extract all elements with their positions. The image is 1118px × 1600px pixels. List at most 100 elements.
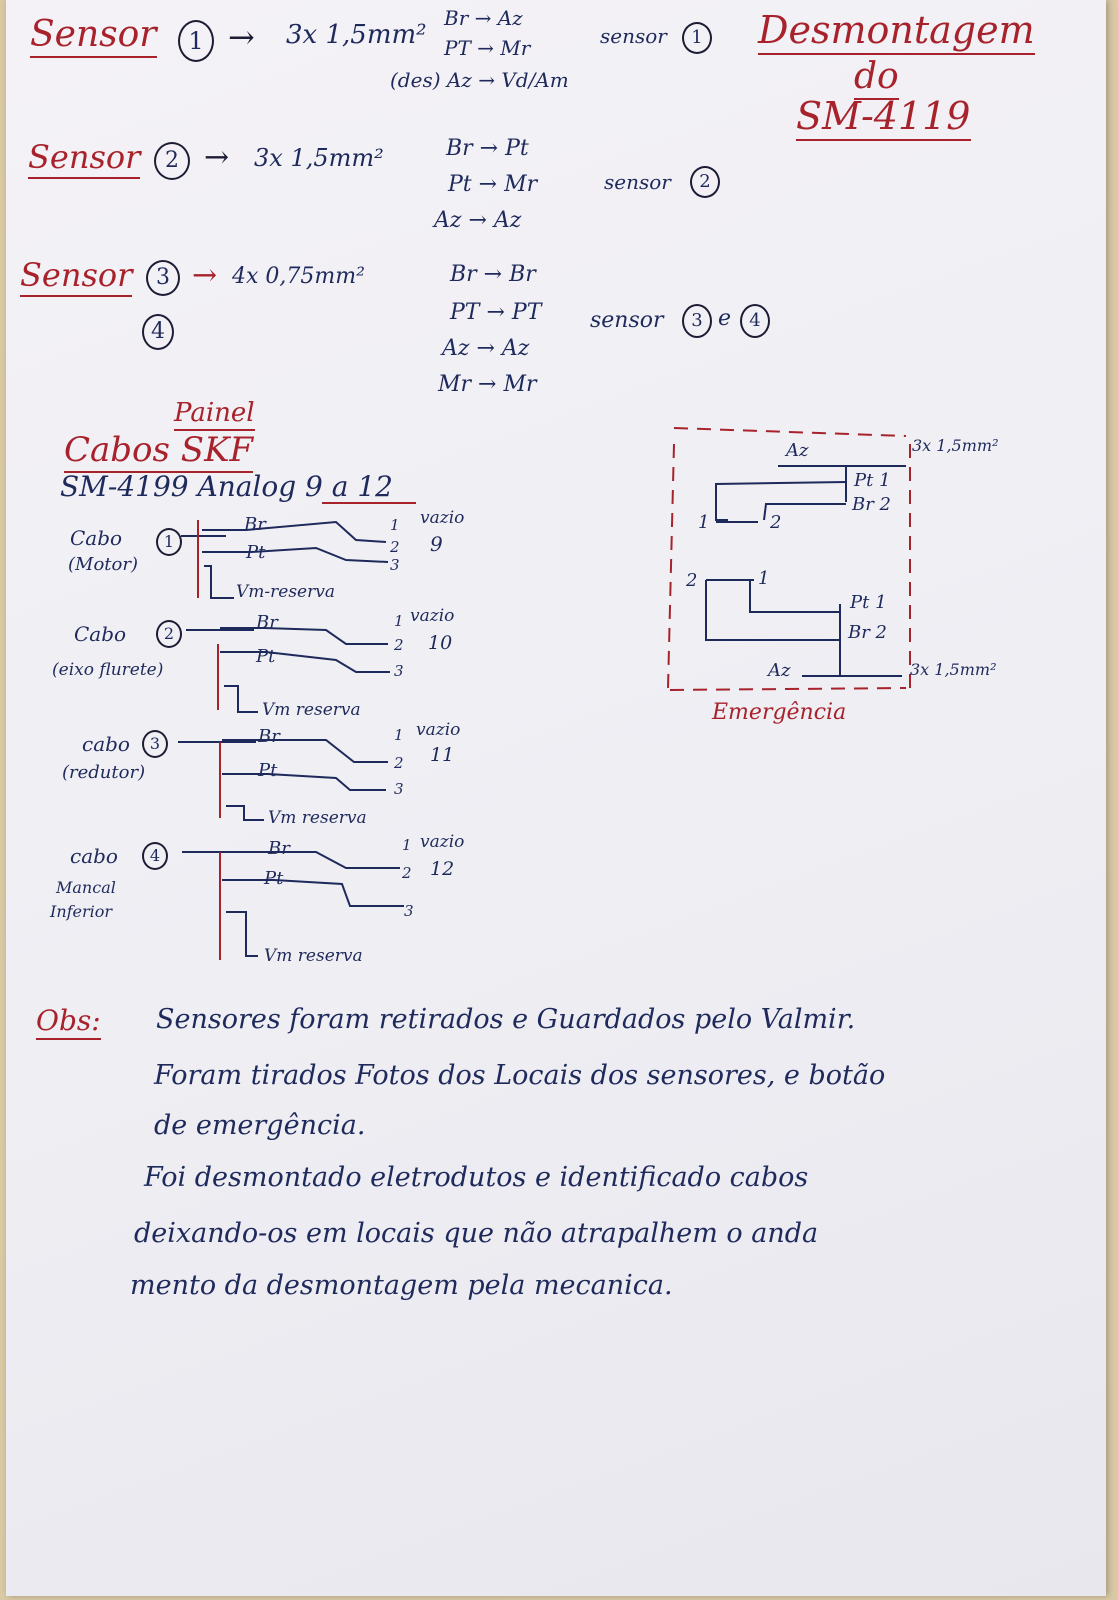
panel-analog-range: SM-4199 Analog 9 a 12 <box>60 470 393 503</box>
cable-2-terminal-3: 3 <box>394 662 404 680</box>
emergency-bottom-cable: 3x 1,5mm² <box>910 660 997 679</box>
cable-4-channel: 12 <box>430 858 455 880</box>
sensor-3-group-number: 3 <box>682 304 712 338</box>
sensor-1-map-1: Br → Az <box>444 6 523 30</box>
cable-4-terminal-1: 1 <box>402 836 412 854</box>
cable-1-desc: (Motor) <box>68 554 138 575</box>
cable-3-terminal-1: 1 <box>394 726 404 744</box>
cable-1-wire-reserve: Vm-reserva <box>236 582 335 602</box>
sensor-1-cable: 3x 1,5mm² <box>286 20 427 50</box>
sensor-1-group-label: sensor <box>600 24 667 48</box>
cable-1-terminal-3: 3 <box>390 556 400 574</box>
note-2-line-1: Foram tirados Fotos dos Locais dos senso… <box>154 1060 886 1091</box>
cable-4-desc-2: Inferior <box>50 902 113 921</box>
cable-4-desc-1: Mancal <box>56 878 116 897</box>
cable-2-label: Cabo <box>74 622 127 646</box>
cable-4-wire-reserve: Vm reserva <box>264 946 363 966</box>
cable-1-wire-pt: Pt <box>246 542 266 563</box>
emergency-top-term-1: Pt 1 <box>854 470 891 491</box>
emergency-bottom-term-1: Pt 1 <box>850 592 887 613</box>
sensor-3-cable: 4x 0,75mm² <box>232 264 365 289</box>
cable-2-wire-reserve: Vm reserva <box>262 700 361 720</box>
note-2-line-2: de emergência. <box>154 1110 366 1141</box>
cable-2-vazio: vazio <box>410 606 455 626</box>
sensor-1-map-2: PT → Mr <box>444 36 531 60</box>
cable-4-number: 4 <box>142 842 168 870</box>
cable-3-number: 3 <box>142 730 168 758</box>
cable-3-channel: 11 <box>430 744 455 766</box>
sensor-1-arrow: → <box>228 18 255 56</box>
cable-2-desc: (eixo flurete) <box>52 660 164 680</box>
note-3-line-1: Foi desmontado eletrodutos e identificad… <box>144 1162 809 1193</box>
sensor-2-cable: 3x 1,5mm² <box>254 144 384 172</box>
cable-3-terminal-3: 3 <box>394 780 404 798</box>
notebook-page: Sensor 1 → 3x 1,5mm² Br → Az PT → Mr (de… <box>6 0 1106 1596</box>
cable-2-wire-br: Br <box>256 612 278 633</box>
cable-4-terminal-2: 2 <box>402 864 412 882</box>
cable-4-wire-pt: Pt <box>264 868 284 889</box>
sensor-3-map-2: PT → PT <box>450 300 542 325</box>
cable-2-number: 2 <box>156 620 182 648</box>
emergency-switch-b-1: 2 <box>686 570 698 591</box>
sensor-2-group-label: sensor <box>604 170 671 194</box>
sensor-2-map-1: Br → Pt <box>446 136 529 161</box>
sensor-3-number: 3 <box>146 260 180 296</box>
cable-2-terminal-1: 1 <box>394 612 404 630</box>
emergency-top-term-2: Br 2 <box>852 494 892 515</box>
notes-prefix: Obs: <box>36 1004 101 1040</box>
page-title: Desmontagem <box>758 8 1035 55</box>
sensor-2-label: Sensor <box>28 138 141 179</box>
sensor-3-map-3: Az → Az <box>442 336 530 361</box>
cable-3-wire-reserve: Vm reserva <box>268 808 367 828</box>
sensor-1-label: Sensor <box>30 14 157 58</box>
cable-1-number: 1 <box>156 528 182 556</box>
emergency-caption: Emergência <box>712 700 847 725</box>
sensor-1-number: 1 <box>178 20 214 62</box>
cable-3-wire-br: Br <box>258 726 280 747</box>
sensor-4-group-number: 4 <box>740 304 770 338</box>
sensor-4-number: 4 <box>142 314 174 350</box>
emergency-switch-a-1: 1 <box>698 512 710 533</box>
cable-1-wire-br: Br <box>244 514 266 535</box>
cable-3-vazio: vazio <box>416 720 461 740</box>
page-title-do: do <box>854 56 899 100</box>
emergency-switch-b-2: 1 <box>758 568 770 589</box>
sensor-3-group-and: e <box>718 306 732 331</box>
cable-2-terminal-2: 2 <box>394 636 404 654</box>
sensor-3-map-1: Br → Br <box>450 262 536 287</box>
emergency-bottom-term-2: Br 2 <box>848 622 888 643</box>
sensor-3-label: Sensor <box>20 256 133 297</box>
note-3-line-2: deixando-os em locais que não atrapalhem… <box>134 1218 819 1249</box>
note-1-line-1: Sensores foram retirados e Guardados pel… <box>156 1004 856 1035</box>
cable-2-channel: 10 <box>428 632 453 654</box>
cable-1-vazio: vazio <box>420 508 465 528</box>
cable-3-label: cabo <box>82 732 130 756</box>
cable-2-wire-pt: Pt <box>256 646 276 667</box>
cable-3-terminal-2: 2 <box>394 754 404 772</box>
cable-1-channel: 9 <box>430 532 443 556</box>
sensor-3-arrow: → <box>192 258 218 293</box>
panel-subtitle: Cabos SKF <box>64 430 254 473</box>
cable-4-vazio: vazio <box>420 832 465 852</box>
emergency-top-wire: Az <box>786 440 809 461</box>
sensor-2-number: 2 <box>154 142 190 180</box>
emergency-bottom-wire: Az <box>768 660 791 681</box>
sensor-2-group-number: 2 <box>690 166 720 198</box>
cable-4-terminal-3: 3 <box>404 902 414 920</box>
cable-3-wire-pt: Pt <box>258 760 278 781</box>
cable-1-label: Cabo <box>70 526 123 550</box>
panel-title: Painel <box>174 398 255 431</box>
cable-1-terminal-2: 2 <box>390 538 400 556</box>
cable-3-desc: (redutor) <box>62 762 146 783</box>
page-title-equipment: SM-4119 <box>796 94 971 141</box>
emergency-switch-a-2: 2 <box>770 512 782 533</box>
emergency-top-cable: 3x 1,5mm² <box>912 436 999 455</box>
sensor-2-map-2: Pt → Mr <box>448 172 538 197</box>
wiring-lines <box>178 427 911 960</box>
sensor-1-map-3: (des) Az → Vd/Am <box>390 68 569 92</box>
sensor-2-map-3: Az → Az <box>434 208 522 233</box>
sensor-3-group-label: sensor <box>590 308 664 333</box>
note-3-line-3: mento da desmontagem pela mecanica. <box>130 1270 673 1301</box>
sensor-2-arrow: → <box>204 140 230 175</box>
cable-1-terminal-1: 1 <box>390 516 400 534</box>
